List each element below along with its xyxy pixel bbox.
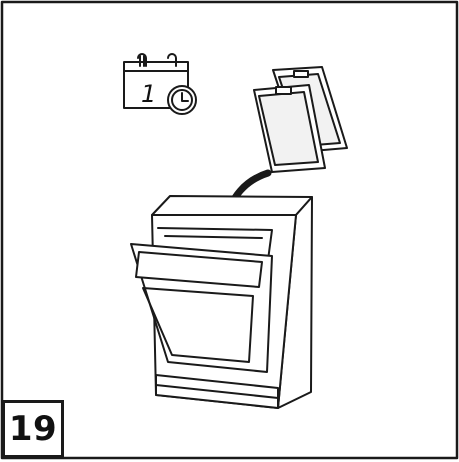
dishwasher-top (151, 195, 313, 216)
dishwasher (130, 195, 313, 409)
calendar-ring-left (139, 55, 145, 67)
filter-back-tab (293, 70, 309, 78)
filter-front-tab (275, 86, 292, 95)
clock-icon (167, 85, 197, 115)
calendar-ring-left-loop (137, 53, 147, 67)
calendar-ring-right-loop (167, 53, 177, 67)
dishwasher-cavity (157, 227, 273, 261)
step-number: 19 (8, 409, 58, 449)
filter-front (253, 84, 326, 173)
step-number-badge: 19 (2, 400, 64, 458)
dishwasher-door-panel (142, 287, 254, 363)
calendar-day-number: 1 (141, 80, 156, 108)
dishwasher-control-panel (135, 251, 263, 288)
